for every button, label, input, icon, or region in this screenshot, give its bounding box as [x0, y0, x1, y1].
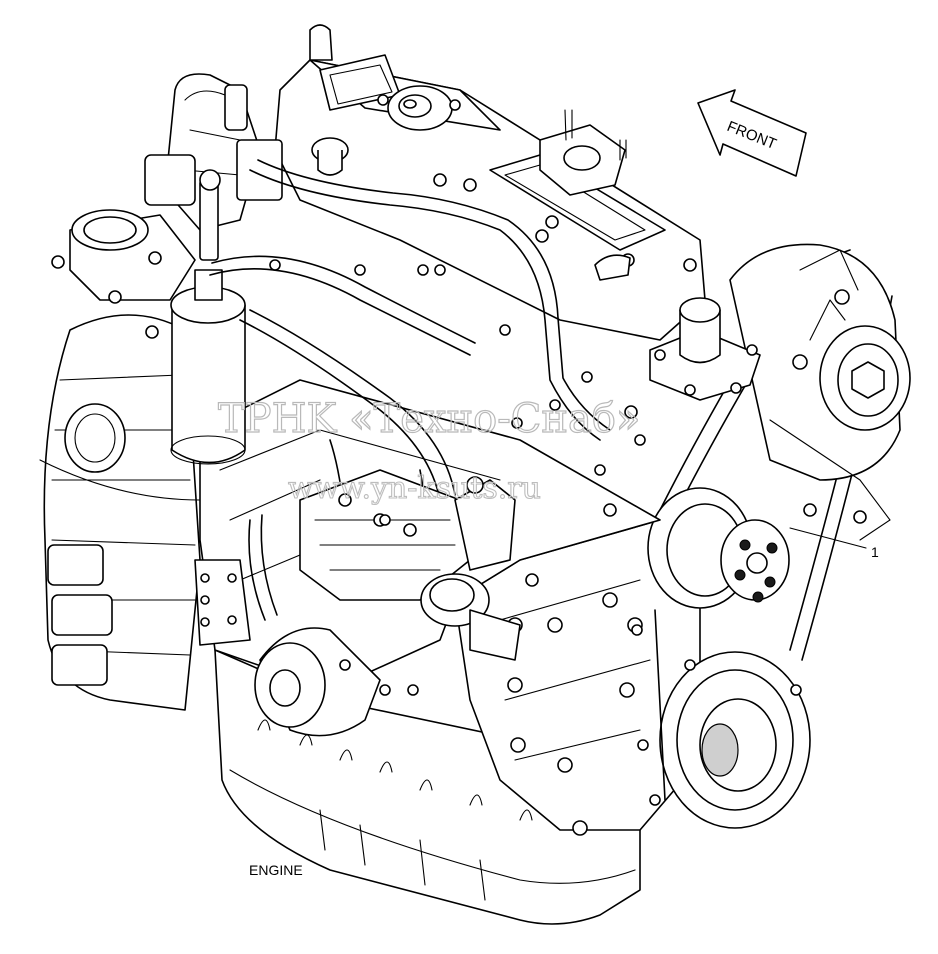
crankshaft-pulley: [659, 651, 811, 829]
front-arrow-icon: [697, 89, 807, 177]
water-outlet: [649, 297, 761, 401]
callout-1: 1: [789, 527, 879, 560]
rocker-cover: [274, 54, 706, 341]
injection-pump: [299, 469, 617, 601]
bolts: [269, 259, 802, 806]
fan-pulley: [647, 487, 790, 609]
watermark-line-2: www.yn-ksuts.ru: [288, 471, 541, 506]
intake-manifold: [144, 24, 349, 231]
gear-case: [454, 519, 701, 836]
fuel-filter: [170, 169, 246, 465]
oil-filter: [194, 559, 381, 737]
leader-line: [789, 527, 867, 549]
diagram-caption: ENGINE: [249, 862, 303, 878]
oil-fill-cap: [420, 573, 521, 661]
exhaust-flange: [539, 109, 627, 196]
watermark-line-1: TPHK «Техно-Снаб»: [218, 396, 640, 442]
callout-number: 1: [871, 544, 879, 560]
flywheel-housing: [39, 314, 201, 711]
hoses: [209, 159, 611, 621]
watermark: TPHK «Техно-Снаб» www.yn-ksuts.ru: [217, 395, 641, 506]
alternator: [729, 243, 911, 541]
front-direction-indicator: FRONT: [697, 89, 807, 177]
thermostat-housing: [51, 209, 196, 339]
